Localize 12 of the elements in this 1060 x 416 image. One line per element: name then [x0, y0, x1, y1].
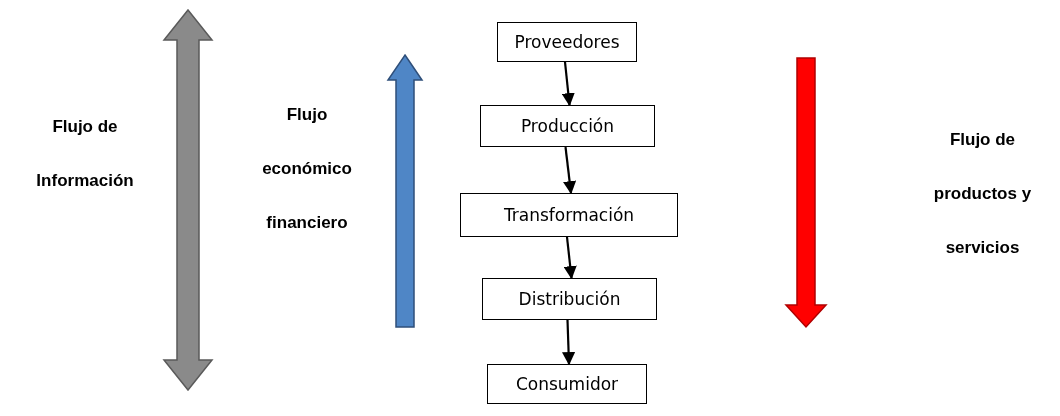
flow-label: Flujo económico financiero [262, 104, 352, 234]
arrow [563, 236, 577, 280]
arrow [562, 319, 576, 366]
process-box: Proveedores [497, 22, 637, 62]
process-box: Distribución [482, 278, 657, 320]
arrow [563, 146, 577, 195]
process-box: Producción [480, 105, 655, 147]
arrow [561, 61, 575, 107]
process-box: Consumidor [487, 364, 647, 404]
process-box: Transformación [460, 193, 678, 237]
flow-label: Flujo de Información [36, 116, 134, 192]
flow-label: Flujo de productos y servicios [932, 129, 1033, 259]
